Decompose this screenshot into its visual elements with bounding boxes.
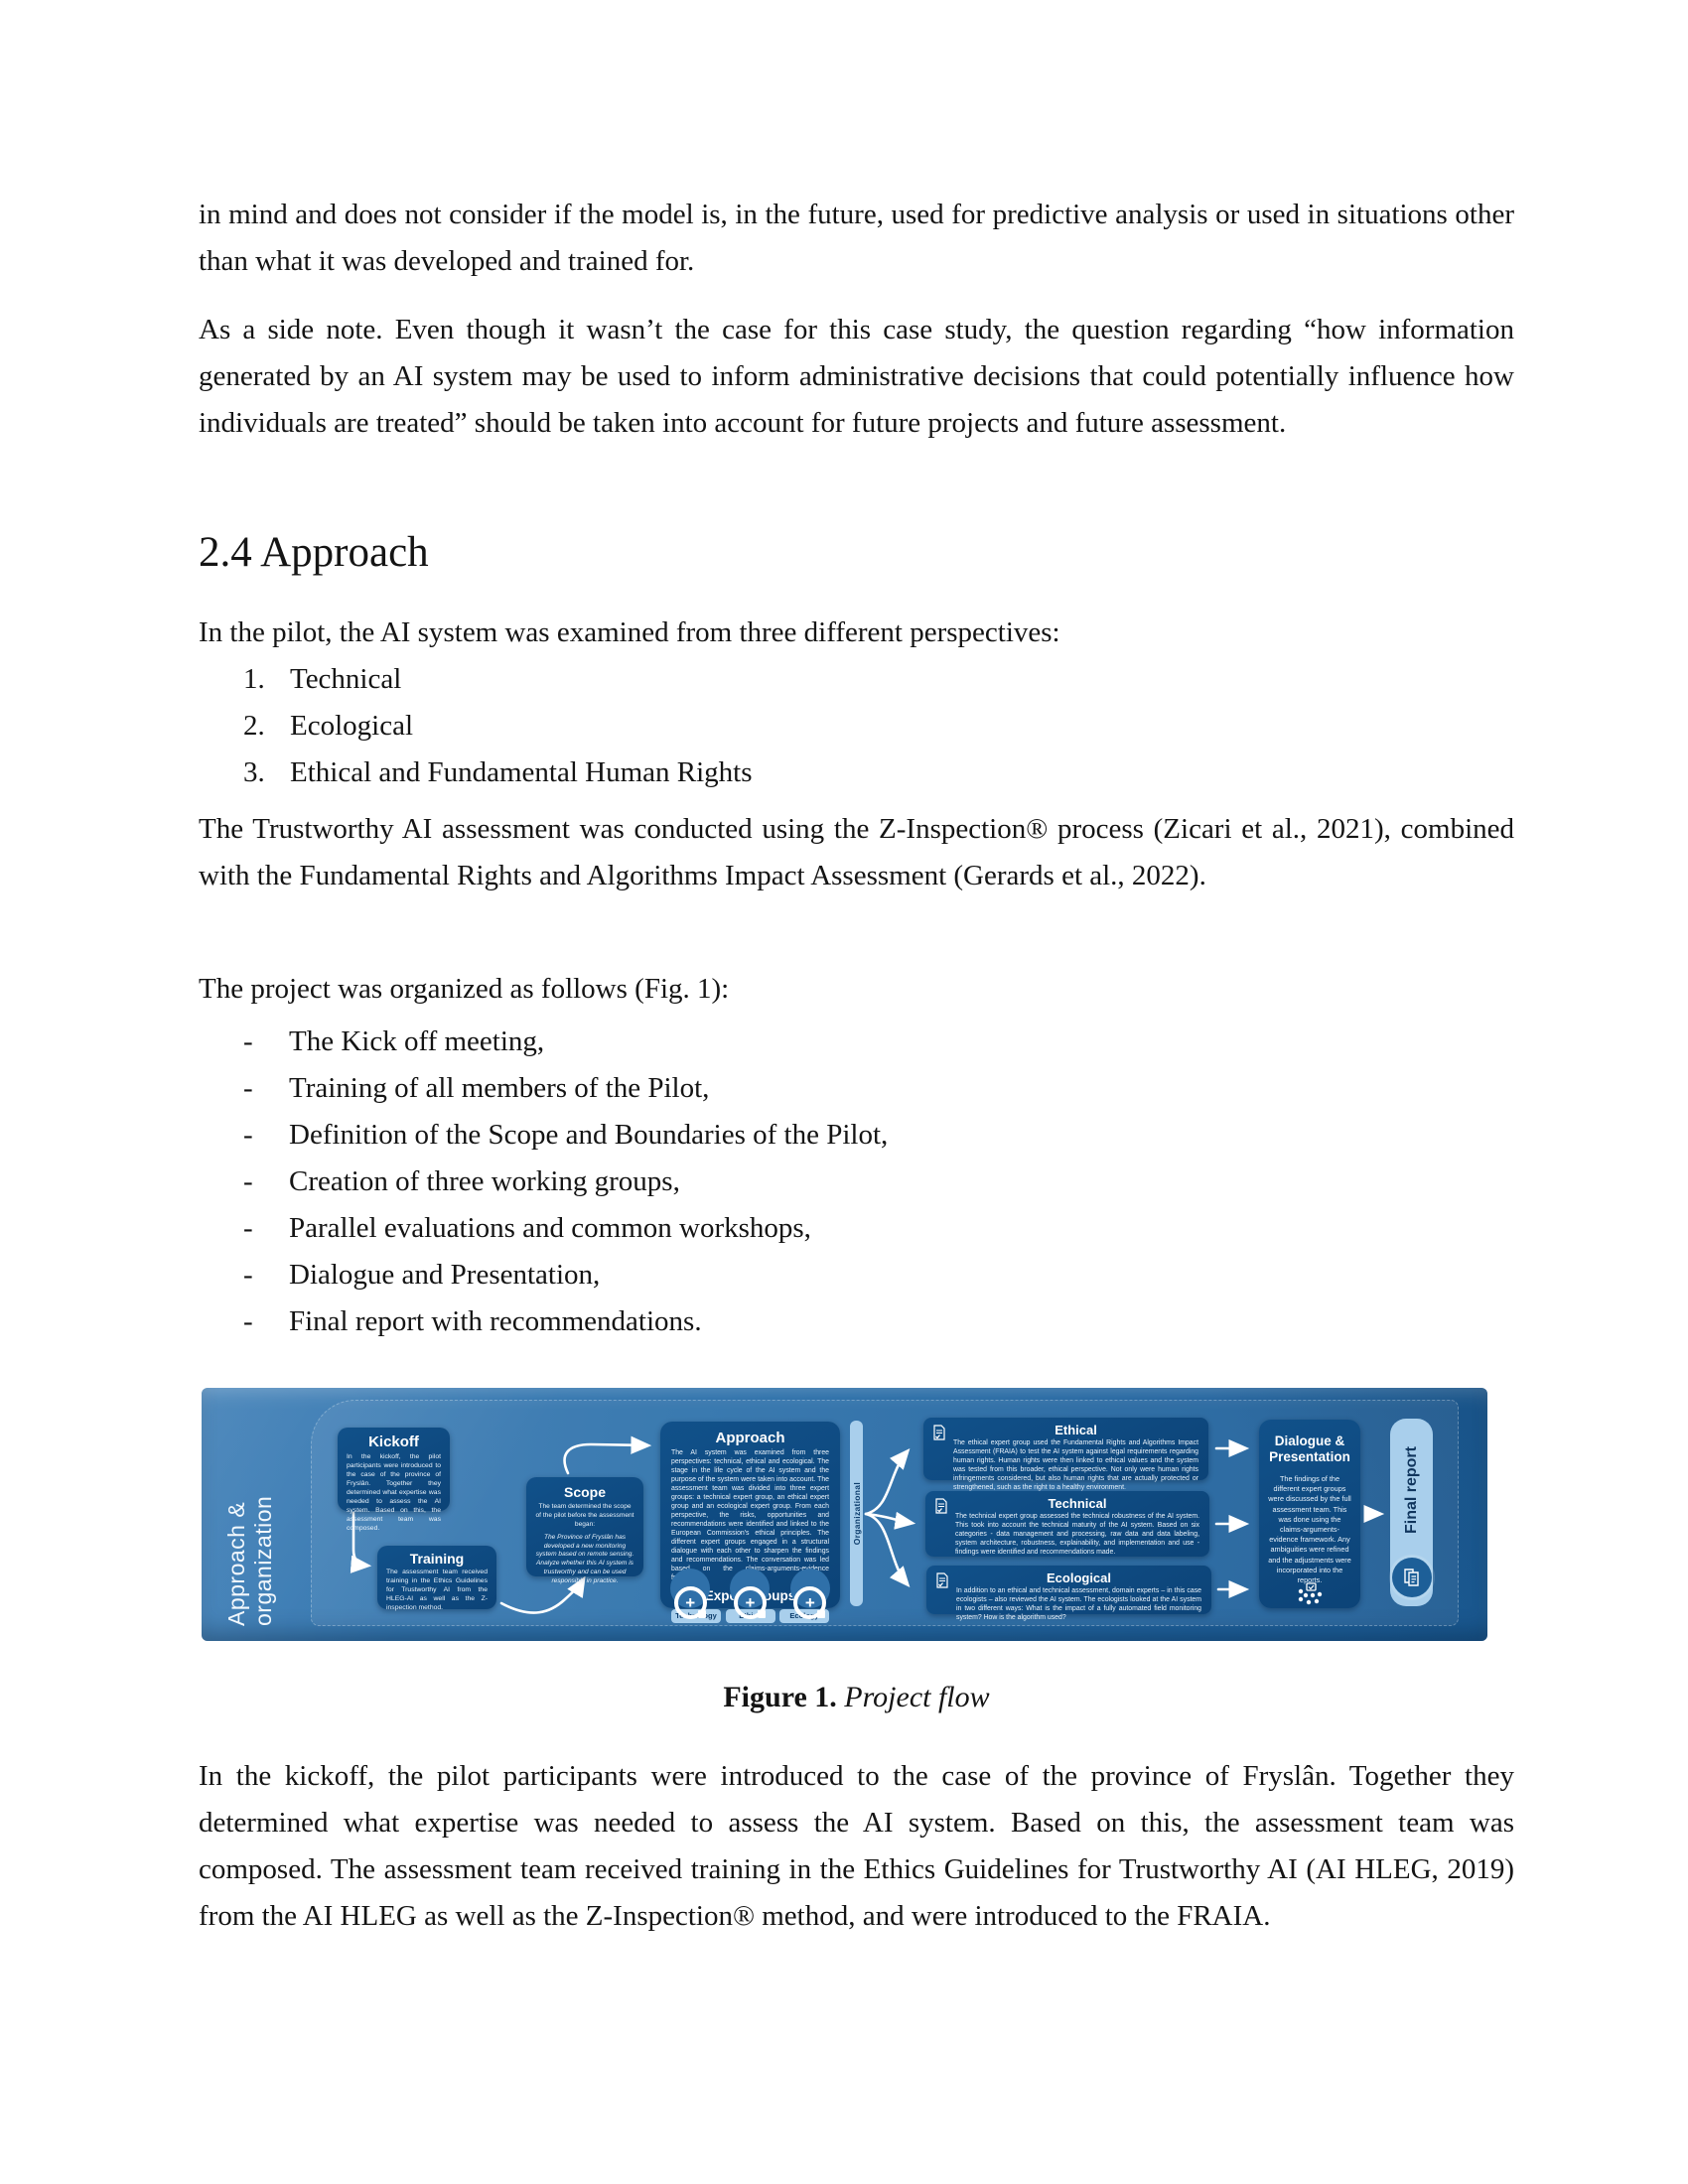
figure-caption-label: Figure 1.	[723, 1681, 837, 1713]
scope-box: Scope The team determined the scope of t…	[526, 1477, 643, 1584]
dialogue-presentation-box: Dialogue & Presentation The findings of …	[1259, 1420, 1360, 1608]
list-number: 3.	[243, 756, 265, 788]
scope-body-intro: The team determined the scope of the pil…	[535, 1503, 634, 1528]
kickoff-title: Kickoff	[368, 1433, 419, 1450]
list-number: 1.	[243, 663, 265, 695]
scope-title: Scope	[563, 1484, 606, 1500]
approach-title: Approach	[715, 1430, 785, 1446]
ethical-body: The ethical expert group used the Fundam…	[953, 1439, 1198, 1491]
list-item-label: Ethical and Fundamental Human Rights	[290, 756, 753, 788]
paragraph-assessment: The Trustworthy AI assessment was conduc…	[199, 813, 1514, 891]
figure-caption-text: Project flow	[844, 1681, 990, 1713]
list-item: 1. Technical	[243, 656, 1514, 703]
paragraph-closing: In the kickoff, the pilot participants w…	[199, 1760, 1514, 1932]
ecological-title: Ecological	[1046, 1570, 1112, 1585]
perspectives-intro: In the pilot, the AI system was examined…	[199, 616, 1060, 648]
ethical-box: Ethical The ethical expert group used th…	[923, 1418, 1208, 1491]
team-network-icon	[1298, 1582, 1323, 1605]
kickoff-body: In the kickoff, the pilot participants w…	[347, 1453, 441, 1532]
list-item-label: Dialogue and Presentation,	[289, 1259, 601, 1291]
list-item: - Dialogue and Presentation,	[243, 1252, 1514, 1298]
list-dash: -	[243, 1025, 253, 1057]
technical-body: The technical expert group assessed the …	[955, 1513, 1199, 1556]
final-report-circle	[1392, 1558, 1432, 1597]
expert-group-add-row: + + +	[660, 1569, 840, 1619]
list-number: 2.	[243, 710, 265, 742]
final-report-label: Final report	[1402, 1446, 1420, 1535]
organizational-label: Organizational	[851, 1481, 862, 1546]
ecological-box: Ecological In addition to an ethical and…	[926, 1566, 1211, 1621]
stacked-documents-icon	[1404, 1569, 1419, 1586]
training-body: The assessment team received training in…	[386, 1569, 488, 1611]
list-item-label: Technical	[290, 663, 402, 695]
list-dash: -	[243, 1119, 253, 1151]
list-dash: -	[243, 1165, 253, 1197]
plus-wrap: +	[670, 1569, 711, 1619]
list-item: - Parallel evaluations and common worksho…	[243, 1205, 1514, 1252]
document-check-icon	[933, 1425, 945, 1440]
list-dash: -	[243, 1259, 253, 1291]
plus-icon: +	[673, 1586, 707, 1619]
approach-body: The AI system was examined from three pe…	[671, 1449, 829, 1581]
plus-icon: +	[733, 1586, 767, 1619]
list-item-label: Final report with recommendations.	[289, 1305, 702, 1337]
list-item: 2. Ecological	[243, 703, 1514, 750]
list-dash: -	[243, 1305, 253, 1337]
technical-box: Technical The technical expert group ass…	[925, 1491, 1209, 1557]
paragraph-side-note: As a side note. Even though it wasn’t th…	[199, 314, 1514, 439]
ecological-body: In addition to an ethical and technical …	[956, 1587, 1201, 1621]
list-item: - Creation of three working groups,	[243, 1159, 1514, 1205]
list-item-label: Ecological	[290, 710, 414, 742]
plus-icon: +	[793, 1586, 827, 1619]
list-item: - Definition of the Scope and Boundaries …	[243, 1112, 1514, 1159]
list-item-label: The Kick off meeting,	[289, 1025, 545, 1057]
dialogue-title: Dialogue & Presentation	[1269, 1433, 1350, 1464]
technical-title: Technical	[1048, 1496, 1107, 1511]
dialogue-body: The findings of the different expert gro…	[1268, 1474, 1351, 1585]
section-heading: 2.4 Approach	[199, 529, 429, 576]
list-item-label: Training of all members of the Pilot,	[289, 1072, 710, 1104]
list-item: - Final report with recommendations.	[243, 1298, 1514, 1345]
scope-body-case: The Province of Fryslân has developed a …	[535, 1533, 634, 1585]
list-dash: -	[243, 1212, 253, 1244]
document-check-icon	[935, 1498, 947, 1514]
ethical-title: Ethical	[1055, 1423, 1097, 1437]
list-item-label: Parallel evaluations and common workshop…	[289, 1212, 811, 1244]
list-item-label: Definition of the Scope and Boundaries o…	[289, 1119, 889, 1151]
plus-wrap: +	[789, 1569, 830, 1619]
paragraph-intro: in mind and does not consider if the mod…	[199, 199, 1514, 277]
list-dash: -	[243, 1072, 253, 1104]
figure-caption: Figure 1. Project flow	[199, 1681, 1514, 1714]
training-box: Training The assessment team received tr…	[377, 1546, 496, 1611]
list-item-label: Creation of three working groups,	[289, 1165, 680, 1197]
project-intro: The project was organized as follows (Fi…	[199, 973, 730, 1005]
kickoff-box: Kickoff In the kickoff, the pilot partic…	[338, 1428, 450, 1532]
flow-arrows	[350, 1435, 1385, 1614]
list-item: - The Kick off meeting,	[243, 1019, 1514, 1065]
list-item: 3. Ethical and Fundamental Human Rights	[243, 750, 1514, 796]
organizational-bar: Organizational	[850, 1421, 863, 1606]
figure-project-flow: Approach & organization	[202, 1388, 1487, 1641]
plus-wrap: +	[730, 1569, 771, 1619]
document-check-icon	[936, 1572, 948, 1588]
training-title: Training	[409, 1551, 465, 1567]
list-item: - Training of all members of the Pilot,	[243, 1065, 1514, 1112]
